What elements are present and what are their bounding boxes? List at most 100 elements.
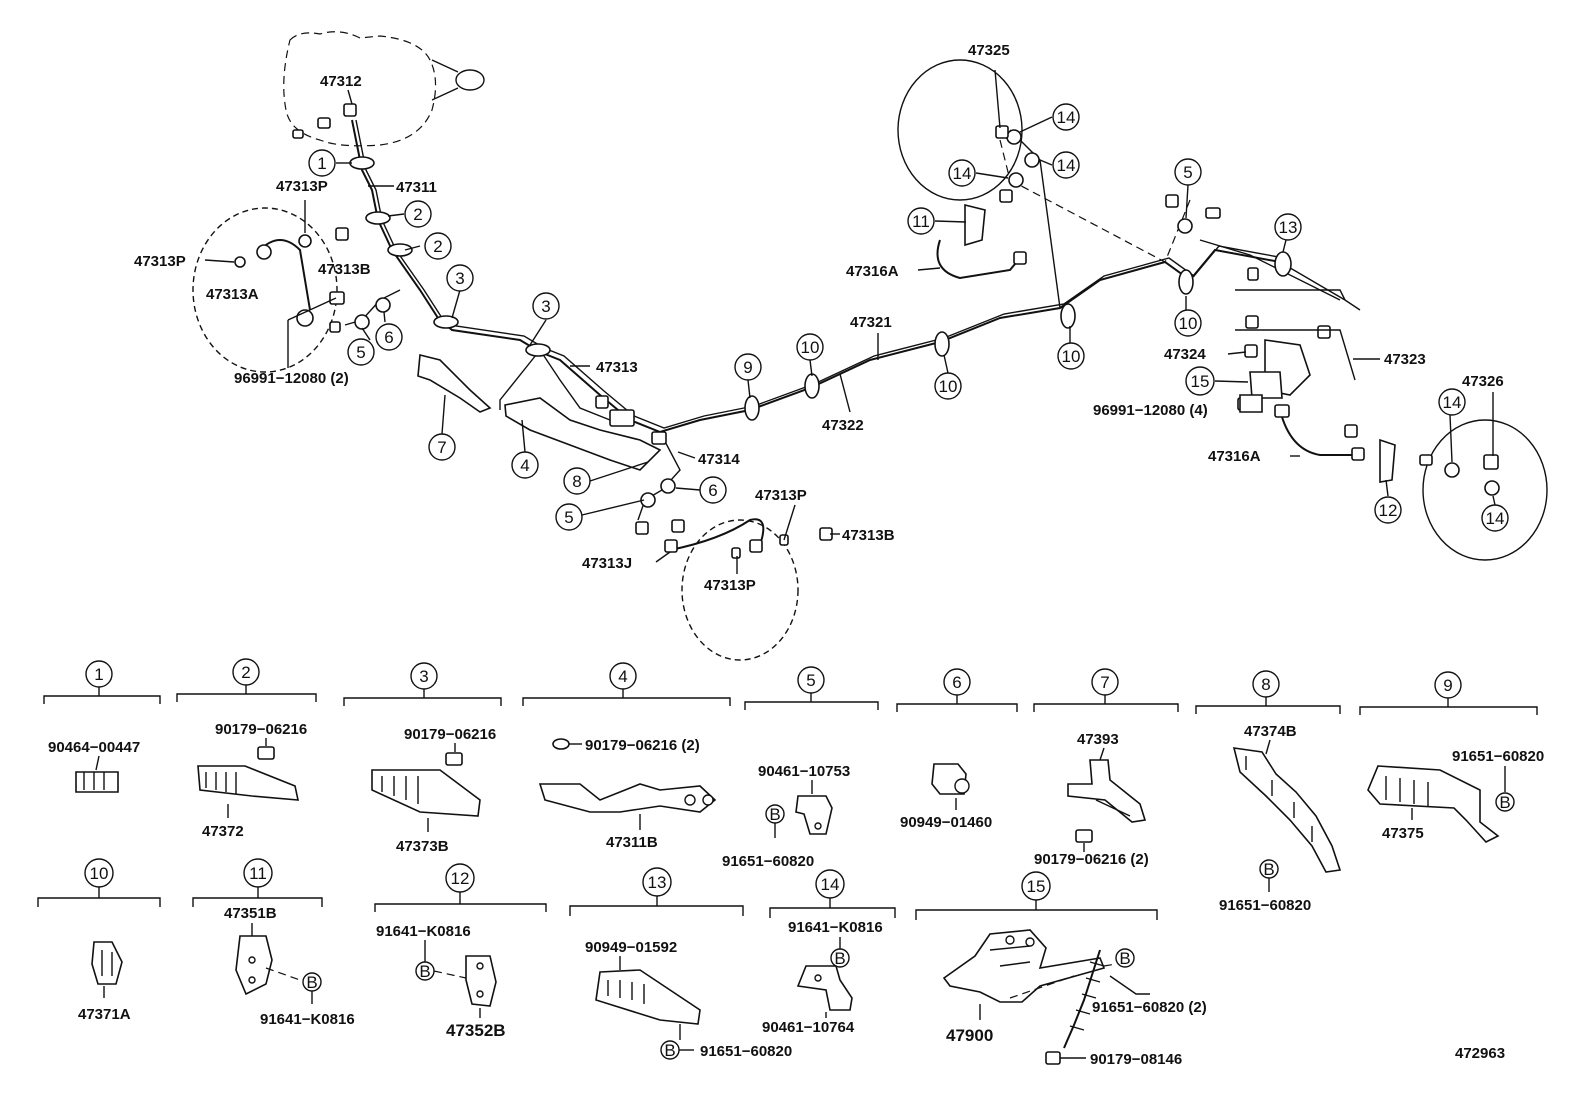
svg-text:12: 12: [451, 869, 470, 888]
legend-group-15: 15 47900 B 91651−60820 (2) 90179−08146: [915, 871, 1207, 1068]
svg-text:8: 8: [572, 472, 581, 491]
label-47313J: 47313J: [582, 555, 632, 572]
svg-text:11: 11: [912, 212, 930, 231]
callout-2-top-a: 2: [404, 200, 432, 228]
callout-6-top-a: 6: [375, 323, 403, 351]
svg-text:3: 3: [455, 269, 464, 288]
svg-text:10: 10: [90, 864, 109, 883]
label-47311: 47311: [396, 179, 437, 196]
label-47313A: 47313A: [206, 286, 259, 303]
svg-text:14: 14: [821, 875, 840, 894]
callout-11-top: 11: [907, 207, 935, 235]
label-47313B-b: 47313B: [842, 527, 895, 544]
legend-group-5: 5 90461−10753 B 91651−60820: [722, 666, 879, 870]
legend-group-7: 7 47393 90179−06216 (2): [1033, 668, 1179, 868]
rear-right-disc-outline: [1422, 419, 1548, 561]
legend-5-part-b: 91651−60820: [722, 853, 814, 870]
legend-11-part-a: 47351B: [224, 905, 277, 922]
label-96991-12080-2: 96991−12080 (2): [234, 370, 349, 387]
front-right-disc-outline: [897, 59, 1023, 201]
legend-group-1: 1 90464−00447: [43, 660, 161, 793]
label-47313P-c: 47313P: [755, 487, 807, 504]
legend-14-part-b: 90461−10764: [762, 1019, 855, 1036]
flex-hoses: [259, 239, 1355, 551]
label-96991-12080-4: 96991−12080 (4): [1093, 402, 1208, 419]
callout-10-top-d: 10: [1174, 309, 1202, 337]
legend-9-part-a: 91651−60820: [1452, 748, 1544, 765]
legend-group-11: 11 47351B B 91641−K0816: [192, 858, 355, 1028]
legend-group-9: 9 91651−60820 B 47375: [1359, 671, 1544, 843]
svg-text:2: 2: [433, 237, 442, 256]
callout-10-top-b: 10: [934, 372, 962, 400]
svg-text:14: 14: [953, 164, 972, 183]
callout-4-top: 4: [511, 451, 539, 479]
callout-14-top-b: 14: [1052, 151, 1080, 179]
brackets-upper: [417, 203, 1396, 483]
svg-text:13: 13: [1279, 218, 1298, 237]
legend-15-part-b: 91651−60820 (2): [1092, 999, 1207, 1016]
svg-text:2: 2: [413, 205, 422, 224]
diagram-id: 472963: [1455, 1045, 1505, 1062]
svg-text:14: 14: [1486, 509, 1505, 528]
svg-text:B: B: [1263, 860, 1274, 879]
svg-text:10: 10: [939, 377, 958, 396]
svg-text:5: 5: [356, 343, 365, 362]
svg-text:B: B: [834, 949, 845, 968]
legend-group-13: 13 90949−01592 B 91651−60820: [569, 867, 792, 1060]
legend-14-part-a: 91641−K0816: [788, 919, 883, 936]
svg-text:5: 5: [1183, 163, 1192, 182]
callout-13-top: 13: [1274, 213, 1302, 241]
svg-text:3: 3: [419, 667, 428, 686]
svg-text:13: 13: [648, 873, 667, 892]
legend-13-part-a: 90949−01592: [585, 939, 677, 956]
svg-text:8: 8: [1261, 675, 1270, 694]
svg-text:B: B: [769, 805, 780, 824]
callout-1-top: 1: [308, 149, 336, 177]
legend-group-4: 4 90179−06216 (2) 47311B: [522, 662, 731, 851]
legend-13-part-b: 91651−60820: [700, 1043, 792, 1060]
svg-text:6: 6: [384, 328, 393, 347]
callout-12-top: 12: [1374, 496, 1402, 524]
legend-3-part-a: 90179−06216: [404, 726, 496, 743]
callout-3-top-b: 3: [532, 292, 560, 320]
callout-3-top-a: 3: [446, 264, 474, 292]
legend-group-3: 3 90179−06216 47373B: [343, 662, 502, 855]
svg-text:6: 6: [952, 673, 961, 692]
legend-group-6: 6 90949−01460: [896, 668, 1018, 831]
legend-12-part-b: 47352B: [446, 1021, 506, 1040]
legend-15-part-a: 47900: [946, 1026, 993, 1045]
svg-text:1: 1: [317, 154, 326, 173]
callout-14-top-c: 14: [948, 159, 976, 187]
legend-7-part-b: 90179−06216 (2): [1034, 851, 1149, 868]
svg-text:14: 14: [1057, 156, 1076, 175]
svg-text:5: 5: [564, 508, 573, 527]
front-left-disc-outline: [192, 207, 338, 373]
callouts-top: 1 2 2 3 3 4 5 6 7 8 5 6 9 10 10 10 10 5 …: [308, 103, 1509, 532]
fittings: [234, 103, 1500, 559]
svg-text:5: 5: [806, 671, 815, 690]
callout-6-top-b: 6: [699, 476, 727, 504]
callout-14-top-a: 14: [1052, 103, 1080, 131]
svg-text:6: 6: [708, 481, 717, 500]
legend-4-part-a: 90179−06216 (2): [585, 737, 700, 754]
svg-text:12: 12: [1379, 501, 1398, 520]
callout-8-top: 8: [563, 467, 591, 495]
label-47321: 47321: [850, 314, 892, 331]
rear-left-disc-outline: [681, 519, 799, 661]
svg-text:B: B: [419, 962, 430, 981]
svg-text:7: 7: [437, 438, 446, 457]
legend-group-10: 10 47371A: [37, 858, 161, 1023]
svg-text:14: 14: [1443, 393, 1462, 412]
legend-8-part-b: 91651−60820: [1219, 897, 1311, 914]
svg-text:B: B: [1119, 949, 1130, 968]
label-47313P-d: 47313P: [704, 577, 756, 594]
legend-group-8: 8 47374B B 91651−60820: [1195, 670, 1342, 914]
legend-10-part-a: 47371A: [78, 1006, 131, 1023]
svg-text:10: 10: [1179, 314, 1198, 333]
legend-15-part-c: 90179−08146: [1090, 1051, 1182, 1068]
svg-text:B: B: [664, 1041, 675, 1060]
legend-8-part-a: 47374B: [1244, 723, 1297, 740]
label-47313: 47313: [596, 359, 638, 376]
callout-14-top-e: 14: [1481, 504, 1509, 532]
